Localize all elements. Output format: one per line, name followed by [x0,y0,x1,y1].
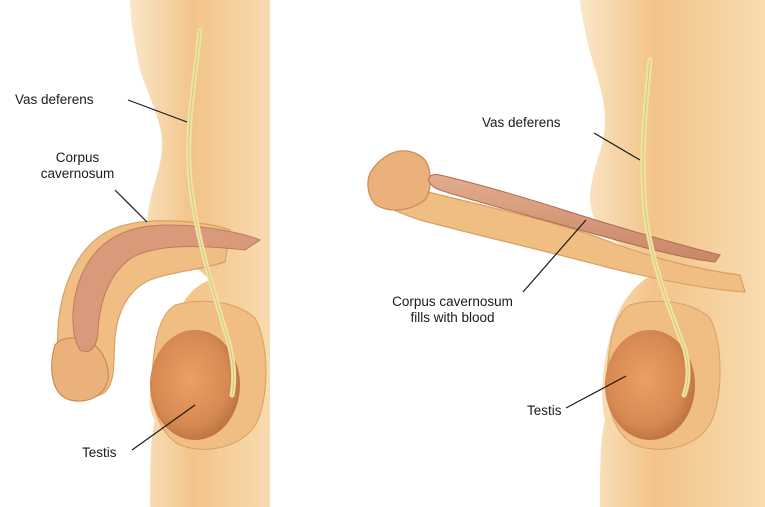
label-left-corpus-line2: cavernosum [30,166,125,182]
flaccid-figure [52,0,270,507]
label-left-corpus-cavernosum: Corpus cavernosum [30,150,125,182]
left-testis [150,330,240,440]
right-glans [368,151,430,210]
label-right-testis: Testis [527,403,562,419]
label-right-vas-deferens: Vas deferens [482,115,561,131]
erect-figure [368,0,765,507]
label-right-corpus-line1: Corpus cavernosum [360,294,545,310]
label-left-testis: Testis [82,445,117,461]
leader-left-corpus [115,190,147,222]
label-left-corpus-line1: Corpus [30,150,125,166]
label-right-corpus-cavernosum: Corpus cavernosum fills with blood [360,294,545,326]
label-left-vas-deferens: Vas deferens [15,92,94,108]
label-right-corpus-line2: fills with blood [360,310,545,326]
